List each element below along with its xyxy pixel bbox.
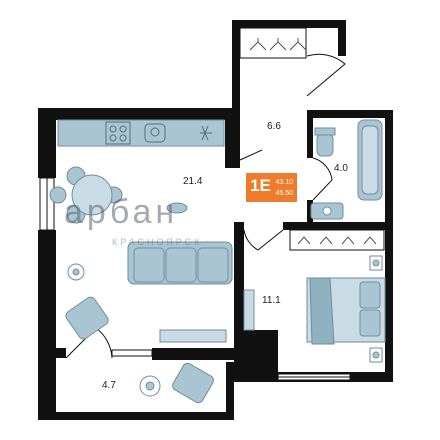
bath-fixtures	[310, 119, 383, 220]
room-area-bath: 4.0	[334, 163, 348, 174]
hall-wardrobe	[239, 27, 307, 59]
bedroom-desk	[243, 289, 255, 331]
room-area-bedroom: 11.1	[262, 295, 281, 306]
area-living: 43.10	[275, 179, 293, 186]
room-area-hall: 6.6	[267, 121, 281, 132]
watermark-city: КРАСНОЯРСК	[112, 237, 203, 247]
bedroom-wardrobe	[289, 229, 385, 251]
room-area-balcony: 4.7	[102, 380, 116, 391]
room-area-living: 21.4	[183, 176, 203, 187]
kitchen-counter	[57, 119, 225, 147]
living-extra	[65, 263, 227, 343]
watermark-logo: арбан	[64, 193, 179, 231]
dining-table	[49, 166, 123, 224]
area-total: 45.50	[275, 190, 293, 197]
apartment-code: 1E	[250, 176, 271, 195]
bed	[306, 255, 386, 363]
sofa	[127, 202, 233, 285]
balcony-furniture	[139, 362, 214, 404]
apartment-badge: 1E 43.10 45.50	[246, 173, 297, 202]
